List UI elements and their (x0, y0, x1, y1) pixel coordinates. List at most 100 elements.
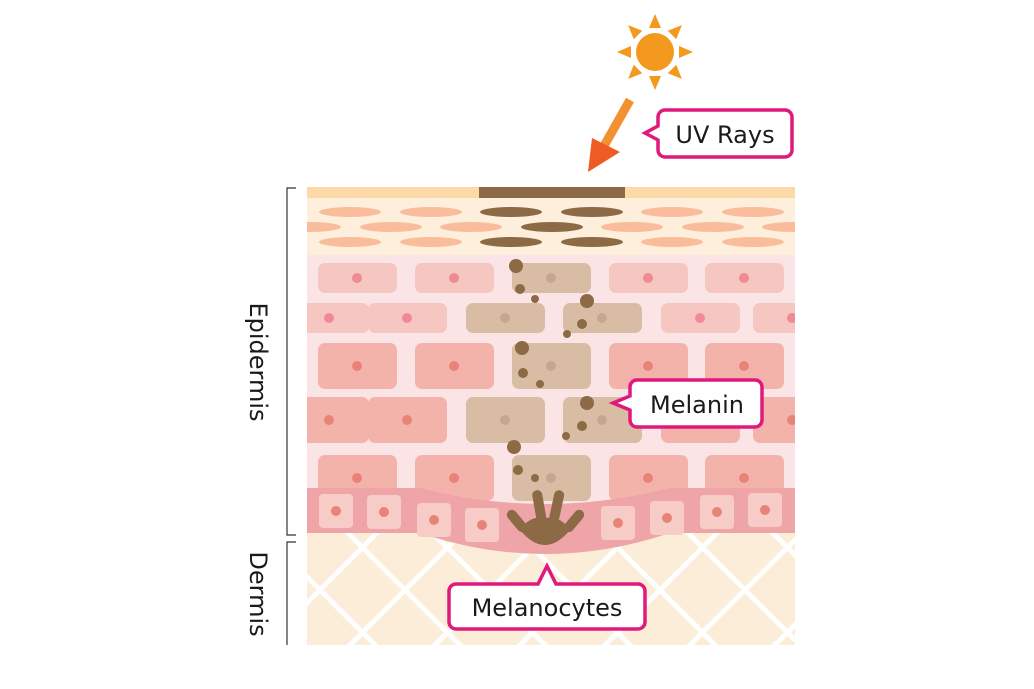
nucleus (597, 415, 607, 425)
corneocyte (641, 207, 703, 217)
nucleus (429, 515, 439, 525)
pigmented-corneocyte (561, 207, 623, 217)
nucleus (546, 473, 556, 483)
nucleus (643, 473, 653, 483)
nucleus (787, 313, 795, 323)
melanin-callout: Melanin (608, 378, 764, 429)
fiber-line (0, 520, 50, 660)
fiber-line (80, 520, 220, 660)
corneocyte (440, 222, 502, 232)
melanin-granule (507, 440, 521, 454)
corneocyte (762, 222, 795, 232)
corneocyte (802, 237, 864, 247)
sun-ray (679, 46, 693, 58)
dermis-fiber-lattice (0, 518, 1034, 660)
nucleus (324, 415, 334, 425)
pigmented-corneocyte (561, 237, 623, 247)
nucleus (643, 361, 653, 371)
corneocyte (400, 237, 462, 247)
nucleus (500, 415, 510, 425)
fiber-line (0, 520, 50, 660)
nucleus (402, 415, 412, 425)
melanin-granule (509, 259, 523, 273)
uv-arrow-icon (588, 97, 634, 172)
nucleus (352, 273, 362, 283)
nucleus (477, 520, 487, 530)
dermis-bracket (286, 541, 296, 645)
fiber-line (0, 520, 135, 660)
melanin-granule (580, 396, 594, 410)
sun-ray (628, 64, 643, 79)
pigmented-corneocyte (480, 237, 542, 247)
sun-ray (667, 64, 682, 79)
corneocyte (682, 222, 744, 232)
sun-ray (617, 46, 631, 58)
nucleus (546, 273, 556, 283)
melanocytes-label: Melanocytes (472, 594, 623, 622)
sun-ray (649, 14, 661, 28)
nucleus (352, 361, 362, 371)
corneocyte (319, 237, 381, 247)
fiber-line (346, 518, 477, 645)
nucleus (662, 513, 672, 523)
corneocyte (641, 237, 703, 247)
nucleus (739, 473, 749, 483)
nucleus (643, 273, 653, 283)
epidermis-label: Epidermis (244, 302, 272, 421)
fiber-line (165, 520, 305, 660)
nucleus (379, 507, 389, 517)
sun-ray (649, 76, 661, 90)
fiber-line (0, 520, 135, 660)
sun-disc (636, 33, 674, 71)
uv-rays-label: UV Rays (675, 121, 774, 149)
melanin-granule (513, 465, 523, 475)
melanin-granule (577, 421, 587, 431)
melanin-granule (580, 294, 594, 308)
basal-cells (319, 493, 782, 542)
nucleus (760, 505, 770, 515)
fiber-line (758, 518, 795, 559)
nucleus (331, 506, 341, 516)
melanin-granule (577, 319, 587, 329)
melanin-label: Melanin (650, 391, 744, 419)
fiber-line (930, 520, 1034, 660)
fiber-line (1015, 520, 1034, 660)
corneocyte (601, 222, 663, 232)
dermis-label: Dermis (244, 551, 272, 636)
fiber-line (686, 536, 795, 645)
corneocyte (307, 222, 341, 232)
nucleus (500, 313, 510, 323)
corneocyte (802, 207, 864, 217)
nucleus (739, 361, 749, 371)
fiber-line (601, 518, 732, 645)
uv-rays-callout: UV Rays (641, 108, 794, 159)
nucleus (597, 313, 607, 323)
nucleus (613, 518, 623, 528)
sun-ray (667, 25, 682, 40)
fiber-line (1015, 520, 1034, 660)
fiber-line (930, 520, 1034, 660)
melanin-granule (536, 380, 544, 388)
melanin-granule (531, 474, 539, 482)
nucleus (739, 273, 749, 283)
pigmented-surface (479, 187, 625, 198)
melanin-granule (515, 284, 525, 294)
melanin-granule (518, 368, 528, 378)
corneocyte (360, 222, 422, 232)
nucleus (787, 415, 795, 425)
nucleus (324, 313, 334, 323)
nucleus (352, 473, 362, 483)
corneocyte (400, 207, 462, 217)
corneocytes (307, 207, 864, 247)
sun-ray (628, 25, 643, 40)
nucleus (402, 313, 412, 323)
nucleus (695, 313, 705, 323)
pigmented-corneocyte (521, 222, 583, 232)
nucleus (449, 361, 459, 371)
corneocyte (722, 207, 784, 217)
fiber-line (165, 520, 305, 660)
fiber-line (771, 621, 795, 645)
corneocyte (722, 237, 784, 247)
nucleus (449, 473, 459, 483)
